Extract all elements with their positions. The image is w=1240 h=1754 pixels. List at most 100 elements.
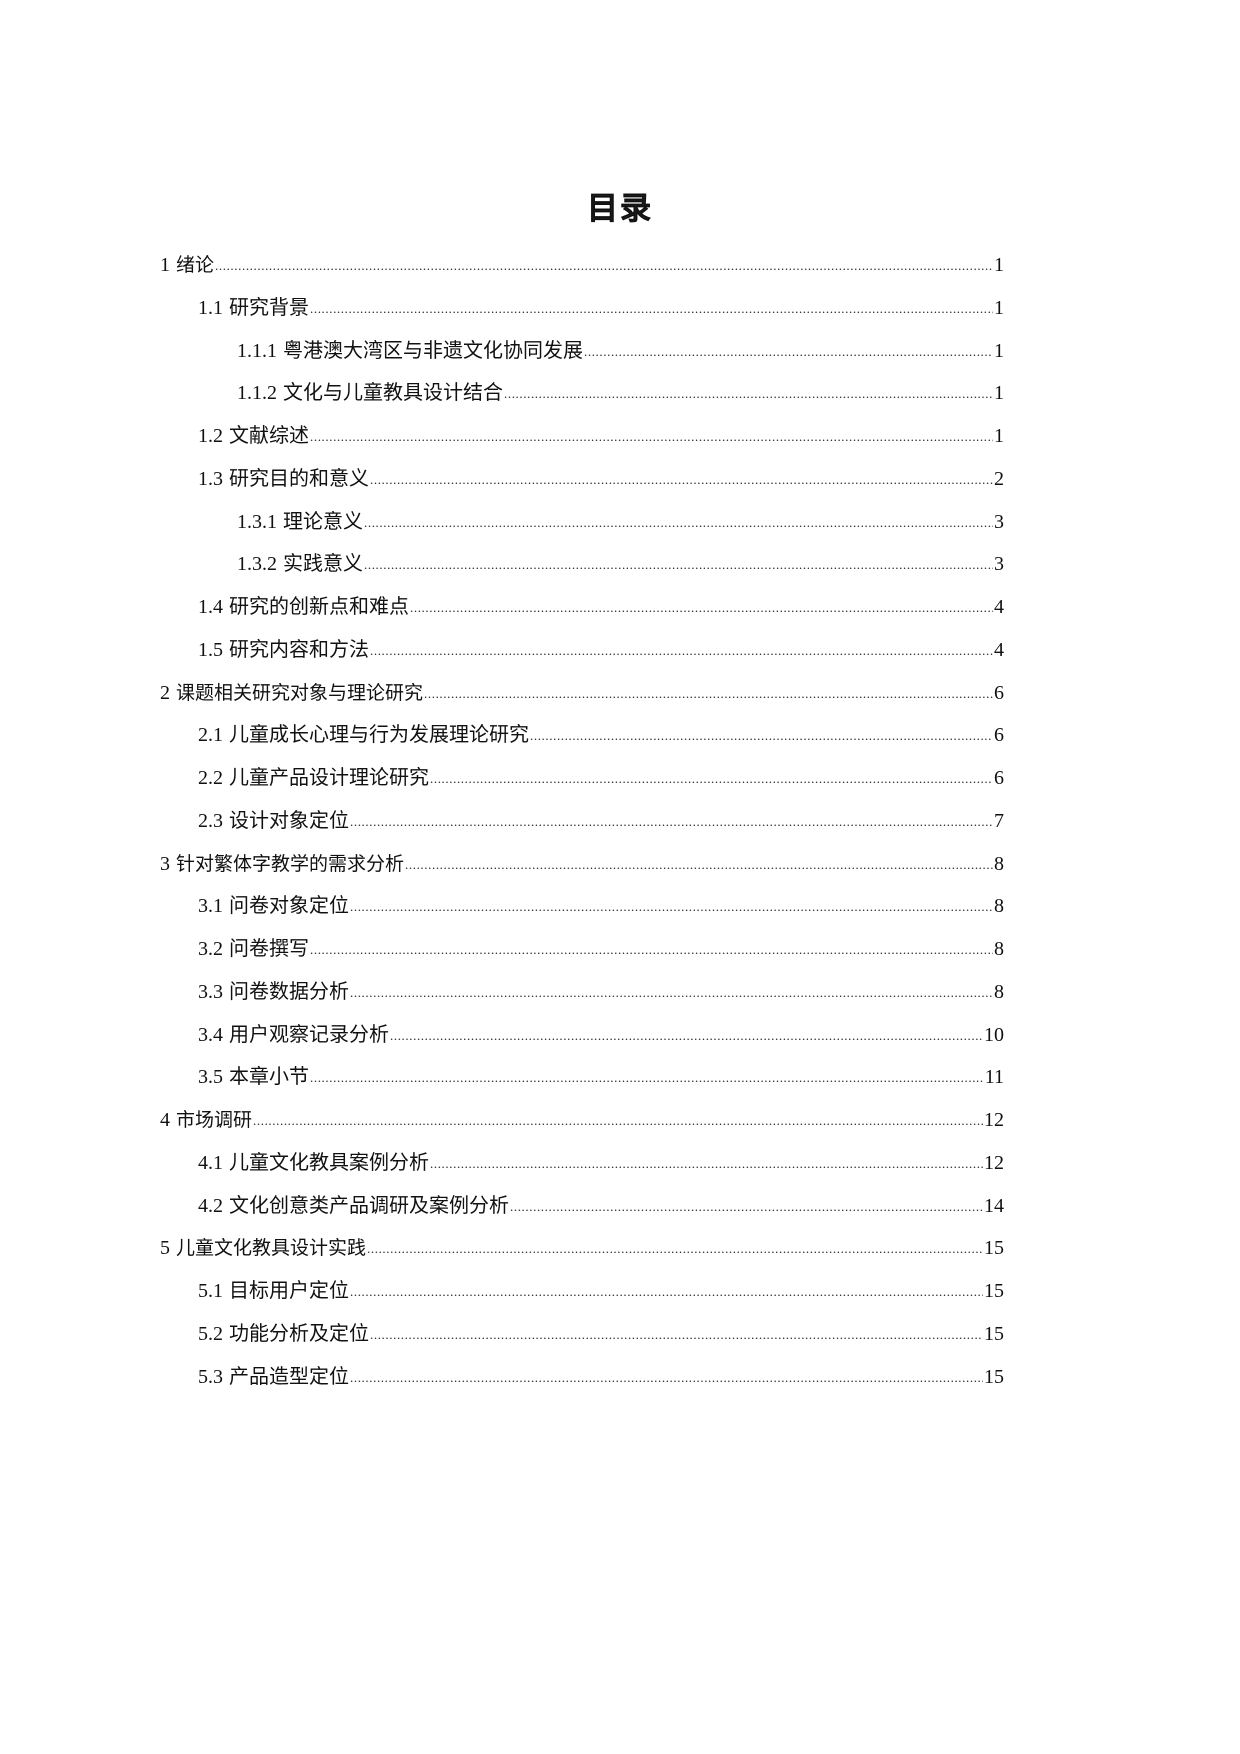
toc-label: 绪论 [176,254,215,276]
toc-label: 儿童成长心理与行为发展理论研究 [229,724,529,747]
toc-number: 1.3.1 [237,510,277,533]
toc-page: 1 [994,296,1004,319]
toc-entry[interactable]: 1.1.2文化与儿童教具设计结合1 [160,372,1004,415]
toc-number: 4.2 [198,1194,223,1217]
toc-entry[interactable]: 3针对繁体字教学的需求分析8 [160,843,1004,886]
toc-label: 研究的创新点和难点 [229,596,409,618]
toc-entry[interactable]: 1.5研究内容和方法4 [160,629,1004,672]
toc-number: 2.1 [198,724,223,747]
toc-number: 5 [160,1237,170,1260]
toc-entry[interactable]: 2.2儿童产品设计理论研究6 [160,757,1004,800]
toc-label: 问卷撰写 [229,938,309,960]
toc-entry[interactable]: 1.3.1理论意义3 [160,501,1004,544]
toc-entry[interactable]: 5.2功能分析及定位15 [160,1313,1004,1356]
toc-entry[interactable]: 1.1.1粤港澳大湾区与非遗文化协同发展1 [160,330,1004,373]
toc-entry[interactable]: 1.3研究目的和意义2 [160,458,1004,501]
toc-number: 1.2 [198,425,223,447]
toc-label: 儿童文化教具设计实践 [176,1237,367,1260]
toc-label: 研究背景 [229,296,309,319]
toc-entry[interactable]: 3.5本章小节11 [160,1056,1004,1099]
toc-label: 文化与儿童教具设计结合 [283,382,503,405]
toc-number: 3 [160,852,170,875]
toc-entry[interactable]: 1.1 研究背景 1 [160,287,1004,330]
dot-leader [430,1141,983,1186]
toc-page: 1 [994,254,1004,276]
toc-page: 15 [984,1280,1004,1302]
dot-leader [350,799,993,844]
toc-page: 10 [984,1023,1004,1046]
dot-leader [350,970,993,1015]
toc-page: 15 [984,1237,1004,1260]
toc-page: 1 [994,339,1004,362]
toc-entry[interactable]: 3.2问卷撰写8 [160,928,1004,971]
toc-entry[interactable]: 4市场调研12 [160,1099,1004,1142]
toc-label: 粤港澳大湾区与非遗文化协同发展 [283,339,583,362]
toc-label: 本章小节 [229,1066,309,1089]
toc-page: 4 [994,596,1004,618]
dot-leader [390,1013,983,1058]
toc-entry[interactable]: 1.4 研究的创新点和难点 4 [160,586,1004,629]
toc-entry[interactable]: 4.2文化创意类产品调研及案例分析14 [160,1185,1004,1228]
toc-entry[interactable]: 1.3.2实践意义3 [160,543,1004,586]
toc-page: 1 [994,382,1004,405]
toc-number: 1.3 [198,467,223,490]
dot-leader [370,1312,983,1357]
toc-entry[interactable]: 2课题相关研究对象与理论研究6 [160,672,1004,715]
toc-page: 6 [994,724,1004,747]
toc-number: 2 [160,681,170,704]
toc-number: 4 [160,1109,170,1131]
toc-entry[interactable]: 1 绪论 1 [160,244,1004,287]
toc-entry[interactable]: 2.3设计对象定位7 [160,800,1004,843]
toc-page: 3 [994,510,1004,533]
toc-entry[interactable]: 5.3产品造型定位15 [160,1356,1004,1399]
toc-page: 4 [994,638,1004,661]
toc-label: 市场调研 [176,1109,253,1131]
toc-number: 1 [160,254,170,276]
dot-leader [367,1226,983,1271]
toc-label: 文化创意类产品调研及案例分析 [229,1194,509,1217]
toc-label: 设计对象定位 [229,809,349,832]
toc-number: 5.3 [198,1365,223,1388]
toc-label: 儿童产品设计理论研究 [229,767,429,789]
toc-entry[interactable]: 5 儿童文化教具设计实践 15 [160,1227,1004,1270]
dot-leader [370,628,993,673]
toc-entry[interactable]: 3.3问卷数据分析8 [160,971,1004,1014]
toc-number: 1.1 [198,296,223,319]
toc-number: 5.2 [198,1322,223,1345]
toc-entry[interactable]: 5.1目标用户定位15 [160,1270,1004,1313]
toc-page: 11 [984,1066,1004,1089]
table-of-contents: 1绪论1 1.1研究背景1 1.1.1粤港澳大湾区与非遗文化协同发展1 1.1.… [160,244,1004,1398]
dot-leader [405,842,993,887]
dot-leader [370,457,993,502]
dot-leader [310,1055,984,1100]
toc-number: 1.4 [198,596,223,618]
dot-leader [584,329,993,374]
dot-leader [410,585,993,630]
dot-leader [310,414,993,459]
toc-entry[interactable]: 3.1问卷对象定位8 [160,885,1004,928]
toc-label: 问卷数据分析 [229,980,349,1003]
toc-entry[interactable]: 2.1 儿童成长心理与行为发展理论研究 6 [160,714,1004,757]
toc-page: 15 [984,1322,1004,1345]
dot-leader [350,1355,983,1400]
toc-number: 2.3 [198,809,223,832]
toc-label: 实践意义 [283,553,363,576]
toc-label: 文献综述 [229,425,309,447]
dot-leader [364,542,993,587]
toc-label: 儿童文化教具案例分析 [229,1151,429,1174]
toc-label: 产品造型定位 [229,1365,349,1388]
toc-page: 8 [994,895,1004,918]
dot-leader [253,1098,983,1143]
dot-leader [424,671,993,716]
toc-label: 目标用户定位 [229,1280,349,1302]
toc-label: 课题相关研究对象与理论研究 [176,681,424,704]
dot-leader [510,1184,983,1229]
toc-entry[interactable]: 4.1儿童文化教具案例分析12 [160,1142,1004,1185]
toc-number: 3.2 [198,938,223,960]
toc-entry[interactable]: 1.2文献综述1 [160,415,1004,458]
toc-entry[interactable]: 3.4用户观察记录分析10 [160,1014,1004,1057]
dot-leader [504,371,993,416]
toc-number: 2.2 [198,767,223,789]
dot-leader [310,927,993,972]
toc-page: 3 [994,553,1004,576]
